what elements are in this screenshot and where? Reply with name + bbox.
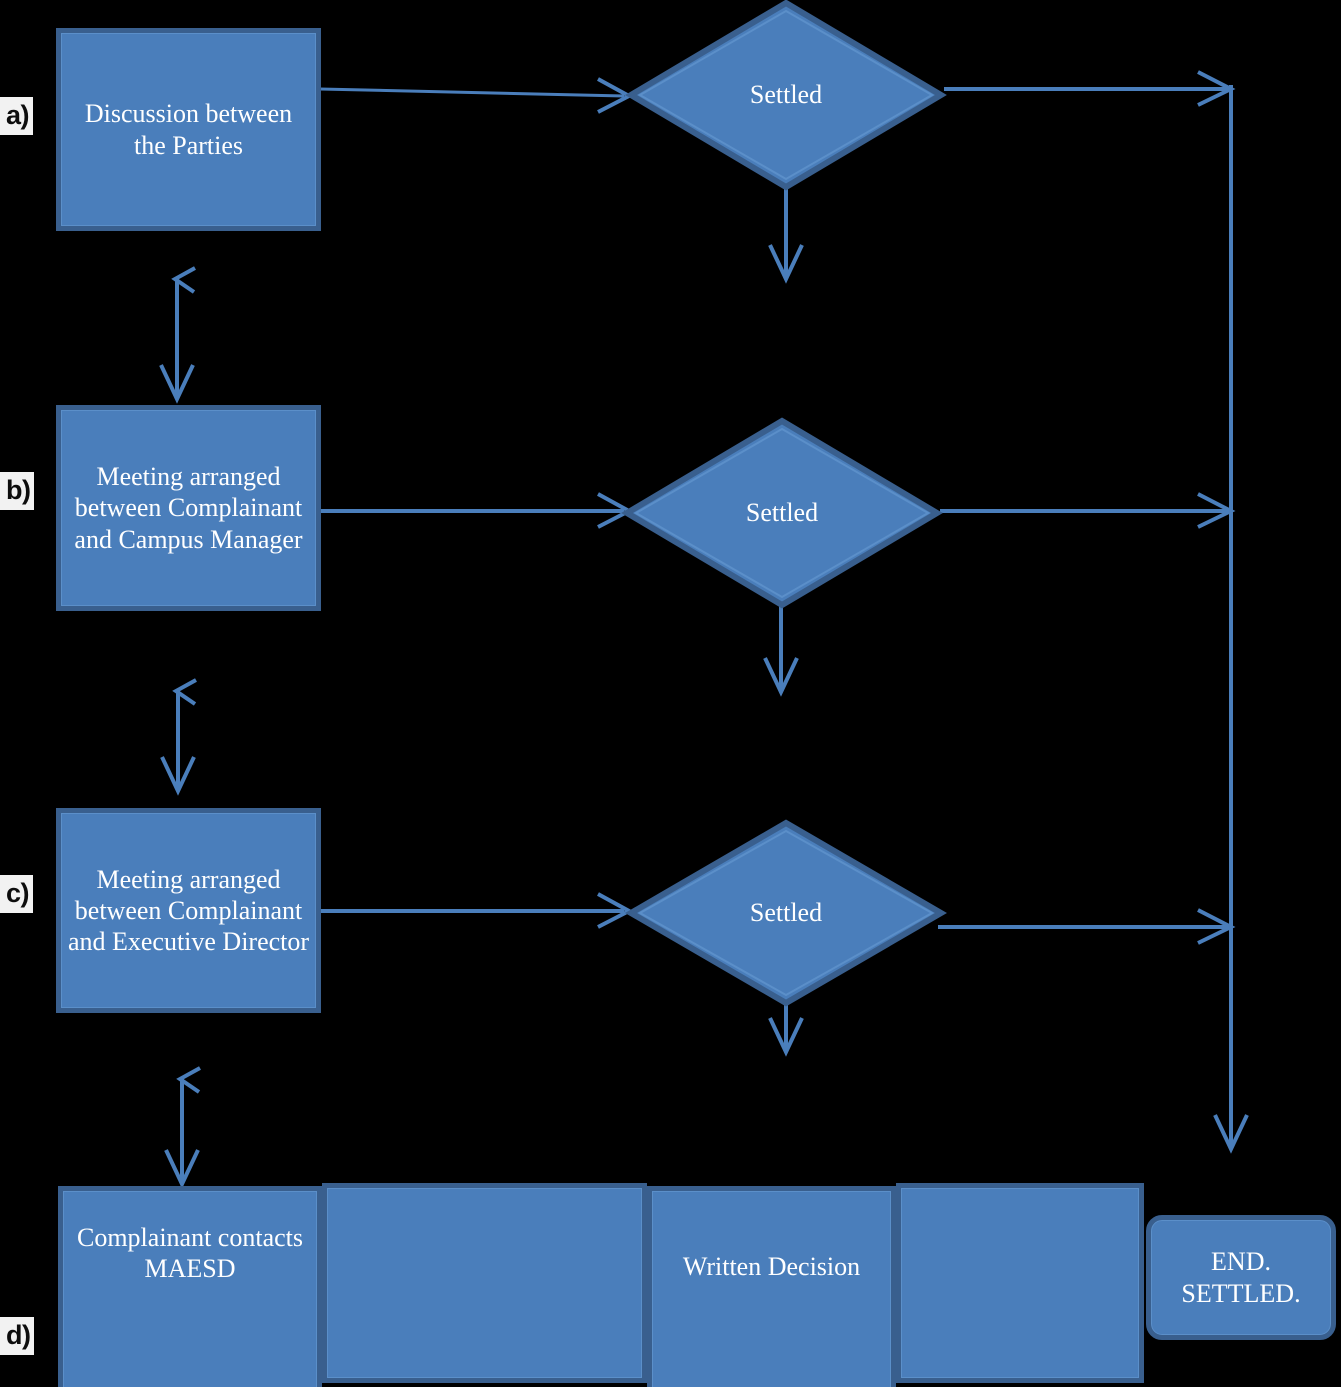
decision-settled-b-shape	[621, 417, 943, 609]
decision-settled-c[interactable]: Settled	[625, 819, 947, 1007]
connector-discussion-campus-manager	[159, 266, 196, 404]
process-box-executive-director-meeting-label: Meeting arranged between Complainant and…	[67, 864, 310, 957]
process-box-written-decision-label: Written Decision	[682, 1252, 861, 1282]
process-box-discussion-label: Discussion between the Parties	[84, 99, 293, 160]
connector-settled-c-no-down	[768, 1000, 804, 1057]
decision-settled-a-shape	[625, 0, 947, 191]
process-box-discussion[interactable]: Discussion between the Parties	[56, 28, 321, 231]
process-box-campus-manager-meeting[interactable]: Meeting arranged between Complainant and…	[56, 405, 321, 611]
process-box-maesd-contact-label: Complainant contacts MAESD	[76, 1222, 303, 1283]
process-box-bottom-blank-2[interactable]	[896, 1183, 1144, 1383]
process-box-bottom-blank-1[interactable]	[322, 1183, 647, 1383]
connector-settled-a-to-rail	[944, 70, 1236, 107]
connector-executive-director-to-settled-c	[320, 892, 634, 929]
connector-settled-b-no-down	[763, 603, 799, 697]
connector-settled-c-to-rail	[938, 908, 1236, 945]
process-box-campus-manager-meeting-label: Meeting arranged between Complainant and…	[74, 462, 303, 554]
process-box-maesd-contact[interactable]: Complainant contacts MAESD	[58, 1186, 322, 1387]
connector-end-rail	[1213, 85, 1249, 1154]
decision-settled-b[interactable]: Settled	[621, 417, 943, 609]
process-box-written-decision[interactable]: Written Decision	[647, 1186, 896, 1387]
terminator-end-settled[interactable]: END. SETTLED.	[1146, 1215, 1336, 1340]
connector-discussion-to-settled-a	[319, 77, 634, 114]
step-label-b: b)	[0, 472, 35, 510]
decision-settled-a[interactable]: Settled	[625, 0, 947, 191]
connector-campus-manager-to-settled-b	[320, 492, 634, 529]
step-label-c: c)	[0, 875, 34, 913]
connector-executive-director-maesd	[164, 1066, 201, 1189]
step-label-d: d)	[0, 1317, 35, 1355]
connector-settled-b-to-rail	[940, 492, 1236, 529]
process-box-executive-director-meeting[interactable]: Meeting arranged between Complainant and…	[56, 808, 321, 1013]
terminator-line-1: END.	[1211, 1246, 1271, 1276]
connector-campus-manager-executive-director	[160, 678, 197, 796]
decision-settled-c-shape	[625, 819, 947, 1007]
terminator-line-2: SETTLED.	[1181, 1278, 1301, 1308]
step-label-a: a)	[0, 97, 34, 135]
connector-settled-a-no-down	[768, 186, 804, 284]
